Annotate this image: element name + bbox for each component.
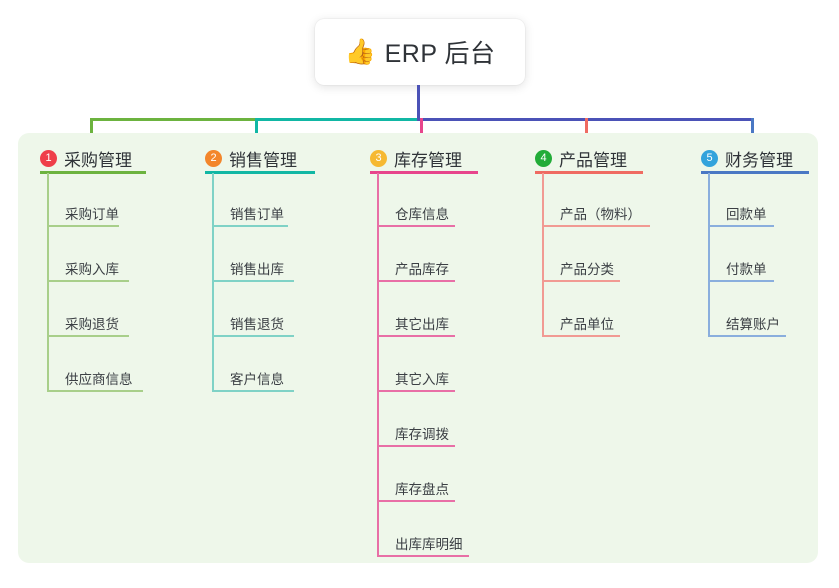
root-stem	[417, 85, 420, 121]
branch-item-underline	[47, 280, 129, 282]
branch-item-label: 采购订单	[65, 207, 119, 222]
branch-item-label: 其它入库	[395, 372, 449, 387]
root-title: ERP 后台	[384, 40, 496, 68]
branch-underline	[535, 171, 643, 174]
branch-item-underline	[708, 225, 774, 227]
branch-item-label: 采购入库	[65, 262, 119, 277]
branch-item-underline	[377, 390, 455, 392]
branch-underline	[40, 171, 146, 174]
branch-item-label: 产品分类	[560, 262, 614, 277]
branch-item-label: 供应商信息	[65, 372, 133, 387]
branch-item-label: 库存调拨	[395, 427, 449, 442]
branch-item-underline	[542, 225, 650, 227]
branch-underline	[701, 171, 809, 174]
branch-spine	[47, 173, 49, 390]
root-node[interactable]: 👍 ERP 后台	[315, 19, 525, 85]
branch-item-underline	[47, 335, 129, 337]
branch-drop-3	[420, 118, 423, 145]
branch-item-underline	[47, 390, 143, 392]
branch-item-underline	[542, 335, 620, 337]
branch-number-badge: 3	[370, 150, 387, 167]
branch-item-underline	[708, 335, 786, 337]
branch-underline	[370, 171, 478, 174]
branch-header-5[interactable]: 5 财务管理	[701, 146, 793, 171]
branch-number-badge: 2	[205, 150, 222, 167]
branch-item-label: 库存盘点	[395, 482, 449, 497]
branch-title: 采购管理	[64, 151, 132, 170]
branch-item-underline	[212, 280, 294, 282]
branch-item-label: 产品（物料）	[560, 207, 641, 222]
branch-spine	[212, 173, 214, 390]
branch-item-underline	[212, 225, 288, 227]
branch-header-3[interactable]: 3 库存管理	[370, 146, 462, 171]
branch-spine	[377, 173, 379, 555]
branches-panel	[18, 133, 818, 563]
branch-item-label: 回款单	[726, 207, 767, 222]
branch-item-label: 销售退货	[230, 317, 284, 332]
branch-number-badge: 5	[701, 150, 718, 167]
branch-drop-5	[751, 118, 754, 145]
branch-item-label: 销售订单	[230, 207, 284, 222]
branch-item-underline	[377, 280, 455, 282]
branch-title: 产品管理	[559, 151, 627, 170]
branch-item-underline	[377, 555, 469, 557]
branch-item-underline	[708, 280, 774, 282]
branch-drop-2	[255, 118, 258, 145]
trunk-segment-mid	[255, 118, 420, 121]
branch-header-2[interactable]: 2 销售管理	[205, 146, 297, 171]
branch-item-label: 产品库存	[395, 262, 449, 277]
trunk-segment-left	[90, 118, 258, 121]
branch-item-label: 付款单	[726, 262, 767, 277]
branch-number-badge: 4	[535, 150, 552, 167]
branch-item-label: 其它出库	[395, 317, 449, 332]
branch-item-underline	[47, 225, 119, 227]
branch-item-label: 客户信息	[230, 372, 284, 387]
thumbs-up-icon: 👍	[344, 37, 376, 66]
branch-number-badge: 1	[40, 150, 57, 167]
branch-item-label: 仓库信息	[395, 207, 449, 222]
branch-item-underline	[377, 500, 455, 502]
branch-underline	[205, 171, 315, 174]
branch-item-underline	[377, 225, 455, 227]
branch-item-label: 结算账户	[726, 317, 780, 332]
branch-item-label: 产品单位	[560, 317, 614, 332]
branch-drop-4	[585, 118, 588, 145]
branch-drop-1	[90, 118, 93, 145]
branch-header-1[interactable]: 1 采购管理	[40, 146, 132, 171]
branch-item-label: 销售出库	[230, 262, 284, 277]
branch-header-4[interactable]: 4 产品管理	[535, 146, 627, 171]
branch-item-label: 出库库明细	[395, 537, 463, 552]
branch-item-underline	[212, 335, 294, 337]
branch-item-label: 采购退货	[65, 317, 119, 332]
branch-spine	[542, 173, 544, 335]
branch-item-underline	[212, 390, 294, 392]
branch-title: 库存管理	[394, 151, 462, 170]
branch-item-underline	[377, 445, 455, 447]
branch-item-underline	[377, 335, 455, 337]
branch-item-underline	[542, 280, 620, 282]
branch-title: 销售管理	[229, 151, 297, 170]
branch-title: 财务管理	[725, 151, 793, 170]
branch-spine	[708, 173, 710, 335]
